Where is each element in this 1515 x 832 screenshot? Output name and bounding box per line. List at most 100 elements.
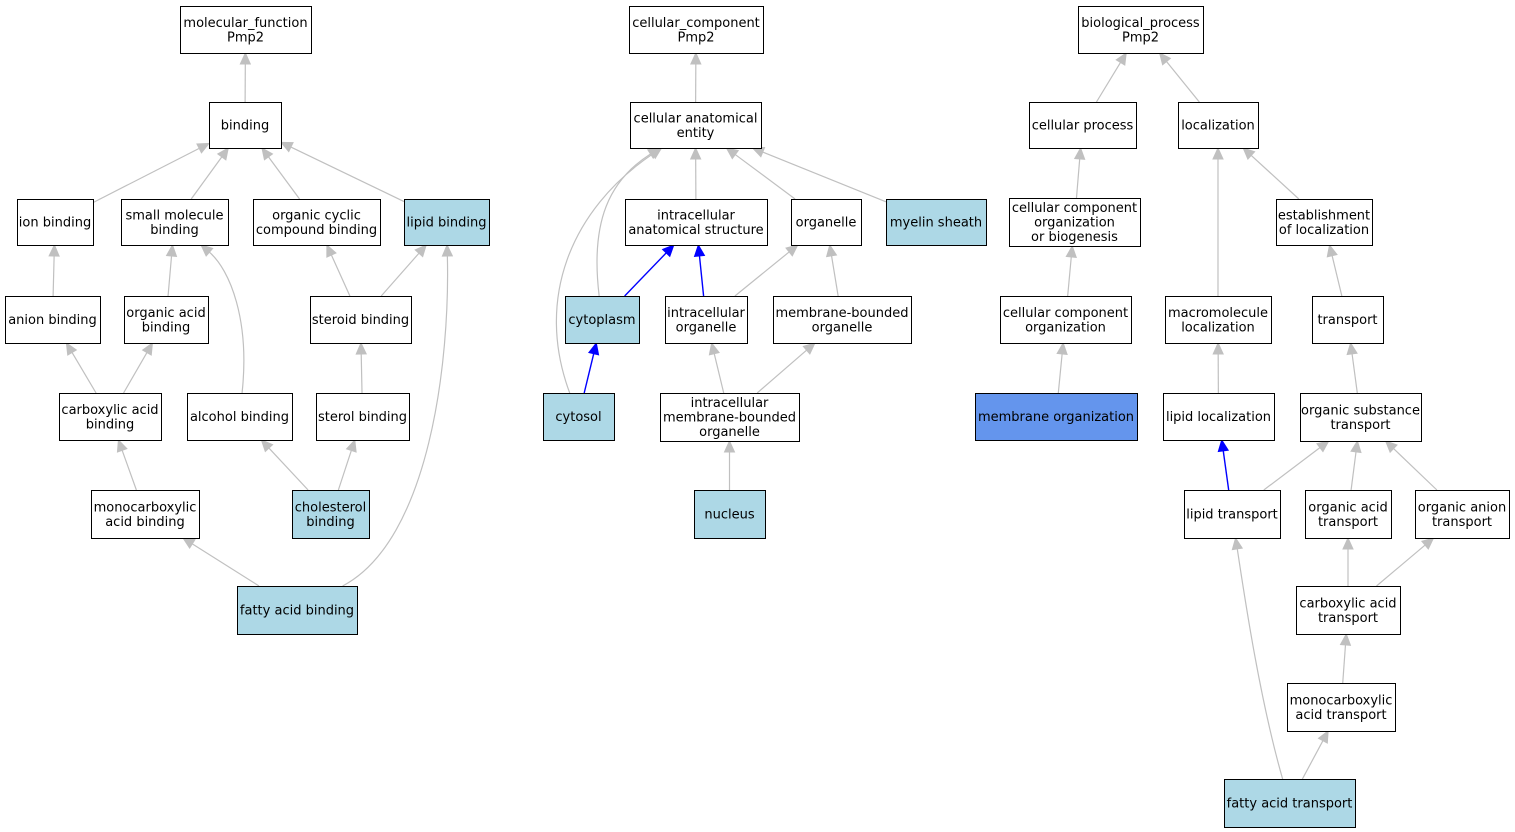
node-box[interactable] bbox=[59, 393, 162, 441]
go-term-node-transport[interactable]: transport bbox=[1312, 296, 1384, 344]
node-box[interactable] bbox=[694, 490, 766, 539]
node-box[interactable] bbox=[1165, 296, 1272, 344]
node-box[interactable] bbox=[121, 199, 229, 246]
go-term-node-fatty-acid-binding[interactable]: fatty acid binding bbox=[237, 586, 358, 635]
node-box[interactable] bbox=[625, 199, 768, 246]
edge-line bbox=[167, 255, 173, 297]
go-term-node-lipid-localization[interactable]: lipid localization bbox=[1163, 393, 1275, 441]
node-box[interactable] bbox=[773, 296, 912, 344]
go-term-node-fatty-acid-transport[interactable]: fatty acid transport bbox=[1224, 779, 1356, 828]
go-term-node-sterol-binding[interactable]: sterol binding bbox=[316, 393, 410, 441]
node-box[interactable] bbox=[187, 393, 293, 441]
edge-arrowhead bbox=[1326, 243, 1338, 258]
node-box[interactable] bbox=[124, 296, 209, 344]
node-box[interactable] bbox=[660, 393, 800, 442]
node-box[interactable] bbox=[791, 199, 862, 246]
go-term-node-organelle[interactable]: organelle bbox=[791, 199, 862, 246]
node-box[interactable] bbox=[1296, 586, 1401, 635]
node-box[interactable] bbox=[209, 102, 282, 149]
node-box[interactable] bbox=[543, 393, 615, 441]
node-label-line: intracellular bbox=[657, 208, 735, 223]
go-term-node-steroid-binding[interactable]: steroid binding bbox=[310, 296, 412, 344]
go-term-node-nucleus[interactable]: nucleus bbox=[694, 490, 766, 539]
node-box[interactable] bbox=[1287, 683, 1396, 732]
edge-organelle-to-cae bbox=[725, 147, 796, 200]
node-box[interactable] bbox=[292, 490, 370, 539]
go-term-node-lipid-binding[interactable]: lipid binding bbox=[404, 199, 490, 246]
node-label-line: transport bbox=[1318, 515, 1378, 530]
node-box[interactable] bbox=[1178, 102, 1259, 149]
node-box[interactable] bbox=[253, 199, 381, 246]
node-box[interactable] bbox=[1300, 393, 1422, 442]
node-box[interactable] bbox=[1305, 490, 1392, 539]
node-box[interactable] bbox=[316, 393, 410, 441]
node-box[interactable] bbox=[1163, 393, 1275, 441]
go-term-node-localization[interactable]: localization bbox=[1178, 102, 1259, 149]
go-term-node-lipid-transport[interactable]: lipid transport bbox=[1184, 490, 1281, 539]
go-term-node-myelin[interactable]: myelin sheath bbox=[886, 199, 987, 246]
node-box[interactable] bbox=[180, 6, 312, 54]
node-box[interactable] bbox=[5, 296, 101, 344]
node-box[interactable] bbox=[1276, 199, 1373, 246]
node-box[interactable] bbox=[91, 490, 200, 539]
node-box[interactable] bbox=[17, 199, 94, 246]
node-box[interactable] bbox=[565, 296, 640, 344]
node-label-line: small molecule bbox=[126, 208, 224, 223]
node-box[interactable] bbox=[886, 199, 987, 246]
edge-line bbox=[734, 251, 790, 297]
node-box[interactable] bbox=[237, 586, 358, 635]
go-term-node-anion-binding[interactable]: anion binding bbox=[5, 296, 101, 344]
node-box[interactable] bbox=[665, 296, 748, 344]
go-term-node-cellular-process[interactable]: cellular process bbox=[1029, 102, 1137, 149]
go-term-node-binding[interactable]: binding bbox=[209, 102, 282, 149]
edge-arrowhead bbox=[689, 146, 702, 160]
node-box[interactable] bbox=[1224, 779, 1356, 828]
node-box[interactable] bbox=[629, 6, 764, 54]
node-box[interactable] bbox=[1415, 490, 1510, 539]
node-box[interactable] bbox=[1029, 102, 1137, 149]
node-box[interactable] bbox=[1009, 198, 1141, 247]
node-box[interactable] bbox=[1312, 296, 1384, 344]
go-term-node-alcohol-binding[interactable]: alcohol binding bbox=[187, 393, 293, 441]
edge-intracellular-organelle-to-ias bbox=[693, 243, 706, 297]
go-term-node-cytoplasm[interactable]: cytoplasm bbox=[565, 296, 640, 344]
go-term-node-membrane-organization[interactable]: membrane organization bbox=[975, 393, 1138, 441]
edge-arrowhead bbox=[414, 244, 428, 258]
node-label-line: cytoplasm bbox=[568, 313, 635, 328]
node-label-line: biological_process bbox=[1081, 16, 1200, 31]
go-term-node-cytosol[interactable]: cytosol bbox=[543, 393, 615, 441]
edge-line bbox=[1376, 544, 1426, 587]
go-term-node-ion-binding[interactable]: ion binding bbox=[17, 199, 94, 246]
node-box[interactable] bbox=[1184, 490, 1281, 539]
node-box[interactable] bbox=[404, 199, 490, 246]
edge-arrowhead bbox=[196, 142, 211, 154]
node-box[interactable] bbox=[1000, 296, 1132, 344]
node-box[interactable] bbox=[975, 393, 1138, 441]
node-box[interactable] bbox=[630, 102, 762, 149]
node-box[interactable] bbox=[310, 296, 412, 344]
node-box[interactable] bbox=[1078, 6, 1204, 54]
